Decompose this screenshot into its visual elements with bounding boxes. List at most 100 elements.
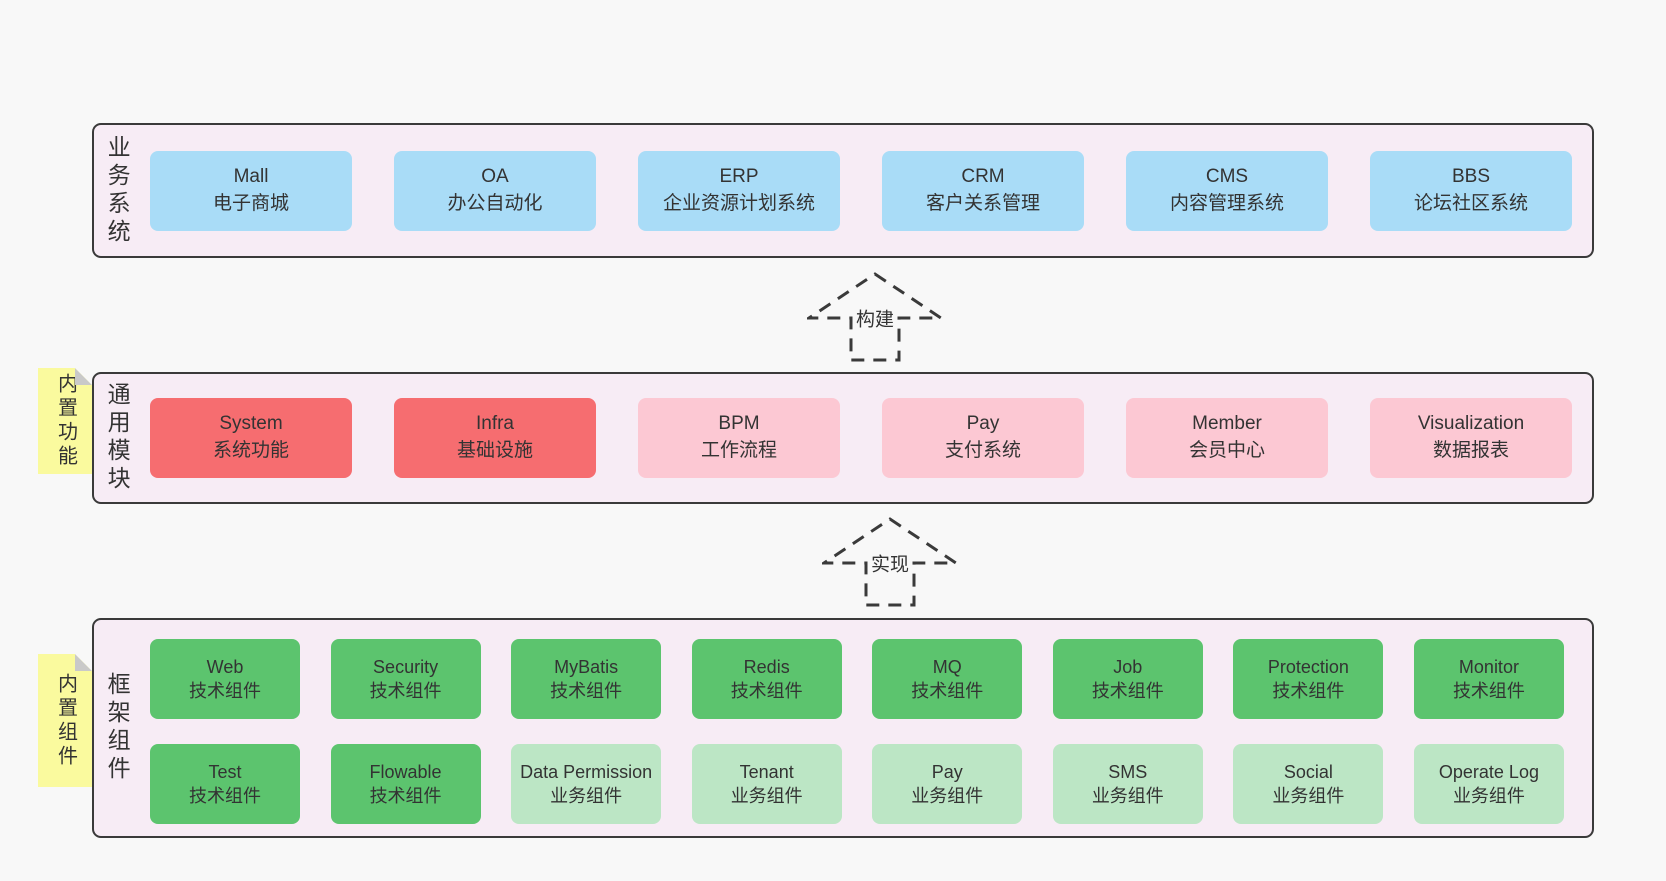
box-subtitle: 支付系统 [944, 440, 1021, 461]
box-title: Pay [966, 413, 1000, 435]
band-label-text: 框架组件 [104, 672, 131, 784]
box-test: Test 技术组件 [150, 744, 300, 824]
box-subtitle: 业务组件 [550, 786, 623, 806]
sticky-fold [75, 368, 92, 385]
box-pay: Pay 支付系统 [882, 398, 1084, 478]
box-redis: Redis 技术组件 [691, 639, 842, 719]
box-title: OA [481, 165, 509, 187]
box-data-permission: Data Permission 业务组件 [511, 744, 662, 824]
box-subtitle: 业务组件 [1272, 786, 1345, 806]
block-arrow-up-icon [807, 272, 943, 362]
box-title: Web [206, 656, 244, 677]
band-label: 通用模块 [104, 374, 131, 502]
band-label-text: 通用模块 [104, 382, 131, 494]
box-bbs: BBS 论坛社区系统 [1370, 150, 1572, 231]
box-system: System 系统功能 [150, 398, 352, 478]
box-job: Job 技术组件 [1052, 639, 1203, 719]
box-subtitle: 业务组件 [911, 786, 984, 806]
band-framework-components: 框架组件 Web 技术组件 Security 技术组件 MyBatis 技术组件… [92, 618, 1594, 838]
box-subtitle: 系统功能 [212, 440, 289, 461]
box-title: BBS [1451, 165, 1491, 187]
box-infra: Infra 基础设施 [394, 398, 596, 478]
box-title: Flowable [369, 761, 442, 782]
box-subtitle: 业务组件 [1452, 786, 1525, 806]
box-pay-biz: Pay 业务组件 [872, 744, 1023, 824]
box-visualization: Visualization 数据报表 [1370, 398, 1572, 478]
box-title: Protection [1267, 656, 1349, 677]
sticky-label: 内置组件 [54, 672, 77, 769]
box-operate-log: Operate Log 业务组件 [1413, 744, 1564, 824]
framework-components-row-1: Web 技术组件 Security 技术组件 MyBatis 技术组件 Redi… [150, 639, 1564, 719]
box-title: CMS [1205, 165, 1249, 187]
box-tenant: Tenant 业务组件 [691, 744, 842, 824]
box-subtitle: 业务组件 [730, 786, 803, 806]
band-label: 框架组件 [104, 620, 131, 836]
arrow-build: 构建 [807, 272, 943, 362]
band-business-systems: 业务系统 Mall 电子商城 OA 办公自动化 ERP 企业资源计划系统 CRM… [92, 123, 1594, 258]
box-monitor: Monitor 技术组件 [1413, 639, 1564, 719]
sticky-note-builtin-features: 内置功能 [38, 368, 92, 474]
box-subtitle: 论坛社区系统 [1413, 192, 1528, 214]
sticky-note-builtin-components: 内置组件 [38, 654, 92, 787]
box-subtitle: 技术组件 [1452, 681, 1525, 701]
box-title: CRM [961, 165, 1005, 187]
box-subtitle: 数据报表 [1432, 440, 1509, 461]
box-title: System [219, 413, 283, 435]
box-subtitle: 技术组件 [1272, 681, 1345, 701]
box-web: Web 技术组件 [150, 639, 300, 719]
box-title: Mall [233, 165, 269, 187]
box-oa: OA 办公自动化 [394, 150, 596, 231]
box-mybatis: MyBatis 技术组件 [511, 639, 662, 719]
sticky-label: 内置功能 [54, 373, 77, 469]
band-label: 业务系统 [104, 125, 131, 256]
box-subtitle: 技术组件 [550, 681, 623, 701]
box-subtitle: 业务组件 [1091, 786, 1164, 806]
box-sms: SMS 业务组件 [1052, 744, 1203, 824]
box-subtitle: 技术组件 [189, 681, 261, 701]
sticky-fold [75, 654, 92, 671]
box-bpm: BPM 工作流程 [638, 398, 840, 478]
box-subtitle: 客户关系管理 [925, 192, 1040, 214]
box-title: Operate Log [1438, 761, 1539, 782]
box-erp: ERP 企业资源计划系统 [638, 150, 840, 231]
box-title: Job [1113, 656, 1143, 677]
box-title: Infra [475, 413, 515, 435]
block-arrow-up-icon [822, 517, 958, 607]
box-title: Monitor [1458, 656, 1519, 677]
box-flowable: Flowable 技术组件 [330, 744, 481, 824]
box-subtitle: 基础设施 [456, 440, 533, 461]
box-title: Security [373, 656, 439, 677]
box-title: MQ [932, 656, 962, 677]
box-cms: CMS 内容管理系统 [1126, 150, 1328, 231]
arrow-implement: 实现 [822, 517, 958, 607]
common-modules-row: System 系统功能 Infra 基础设施 BPM 工作流程 Pay 支付系统… [150, 398, 1572, 478]
band-label-text: 业务系统 [104, 134, 131, 247]
box-subtitle: 工作流程 [700, 440, 777, 461]
box-crm: CRM 客户关系管理 [882, 150, 1084, 231]
arrow-label: 构建 [852, 304, 898, 332]
box-mall: Mall 电子商城 [150, 150, 352, 231]
box-subtitle: 技术组件 [911, 681, 984, 701]
box-title: Social [1283, 761, 1333, 782]
box-subtitle: 技术组件 [369, 786, 442, 806]
box-subtitle: 技术组件 [189, 786, 261, 806]
box-security: Security 技术组件 [330, 639, 481, 719]
box-subtitle: 技术组件 [1091, 681, 1164, 701]
box-social: Social 业务组件 [1233, 744, 1384, 824]
framework-components-row-2: Test 技术组件 Flowable 技术组件 Data Permission … [150, 744, 1564, 824]
box-title: Tenant [739, 761, 794, 782]
box-title: SMS [1108, 761, 1148, 782]
box-title: MyBatis [554, 656, 619, 677]
arrow-label: 实现 [867, 549, 913, 577]
business-systems-row: Mall 电子商城 OA 办公自动化 ERP 企业资源计划系统 CRM 客户关系… [150, 150, 1572, 231]
box-subtitle: 内容管理系统 [1169, 192, 1284, 214]
box-title: Member [1192, 413, 1262, 435]
box-subtitle: 办公自动化 [447, 192, 543, 214]
box-mq: MQ 技术组件 [872, 639, 1023, 719]
box-protection: Protection 技术组件 [1233, 639, 1384, 719]
box-title: Redis [743, 656, 790, 677]
box-subtitle: 企业资源计划系统 [662, 192, 815, 214]
box-subtitle: 技术组件 [730, 681, 803, 701]
box-title: Visualization [1417, 413, 1525, 435]
